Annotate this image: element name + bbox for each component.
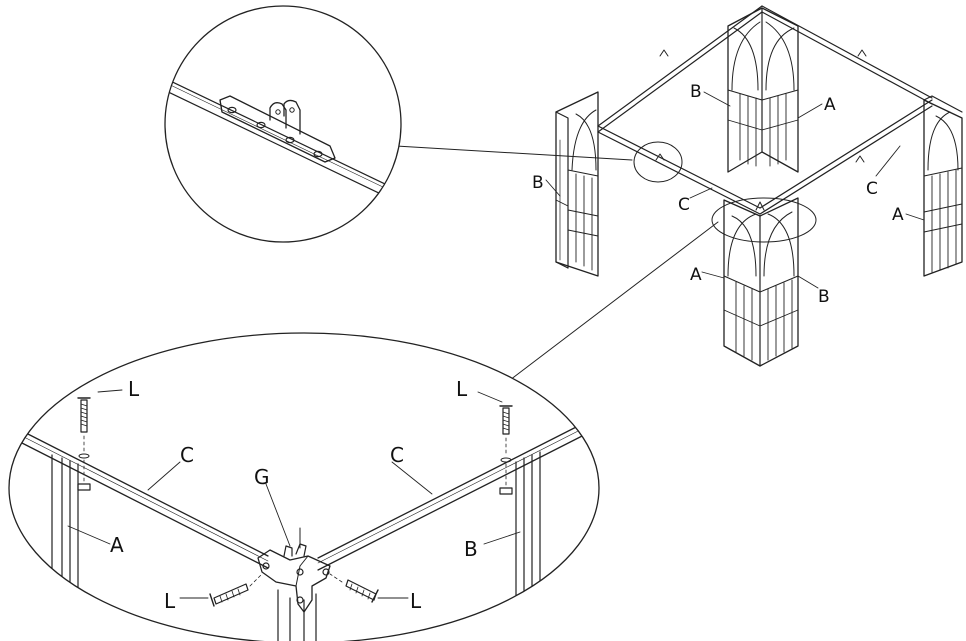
label-l-bottom-right: L	[410, 589, 422, 613]
label-a-front: A	[690, 265, 702, 285]
bolt-top-right	[499, 405, 513, 495]
panel-right	[923, 95, 963, 277]
label-a-detail: A	[110, 533, 124, 557]
panel-front	[723, 197, 799, 367]
label-l-top-right: L	[456, 377, 468, 401]
corner-detail-magnifier	[8, 332, 600, 641]
label-a-back: A	[824, 95, 836, 115]
part-labels: B A B C C A A B L L C C G A B L L	[110, 82, 904, 613]
roof-frame	[597, 5, 933, 215]
label-l-bottom-left: L	[164, 589, 176, 613]
panel-back	[727, 7, 799, 173]
label-a-right: A	[892, 205, 904, 225]
corner-bracket	[257, 549, 331, 613]
label-c-right: C	[866, 179, 878, 199]
bracket-detail-magnifier	[164, 5, 402, 243]
bolt-bottom-right	[329, 573, 379, 603]
label-b-front: B	[818, 287, 830, 307]
bracket-tab	[269, 102, 287, 129]
label-c-detail-left: C	[180, 443, 194, 467]
label-g: G	[254, 465, 270, 489]
gazebo-frame	[545, 5, 963, 367]
label-b-back: B	[690, 82, 702, 102]
bolt-top-left	[77, 397, 91, 491]
bolt-bottom-left	[209, 573, 263, 607]
label-l-top-left: L	[128, 377, 140, 401]
panel-left	[555, 91, 599, 277]
callout-leaders	[395, 145, 719, 381]
label-b-left: B	[532, 173, 544, 193]
label-c-left: C	[678, 195, 690, 215]
label-c-detail-right: C	[390, 443, 404, 467]
label-b-detail: B	[464, 537, 478, 561]
